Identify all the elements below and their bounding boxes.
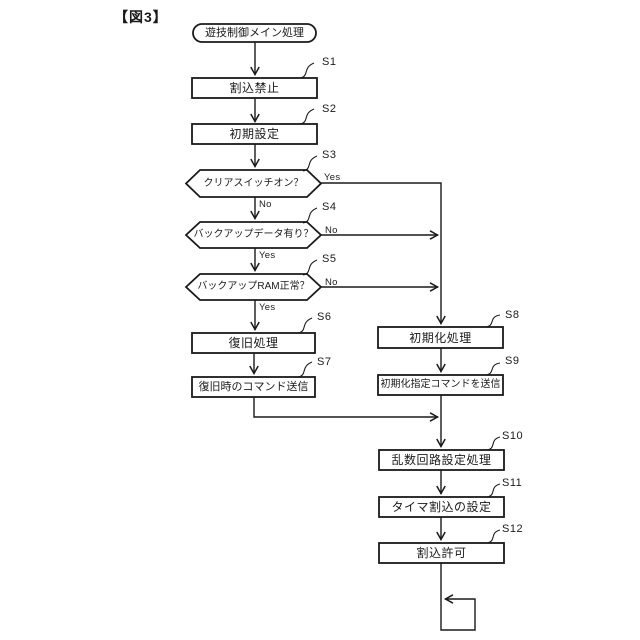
s5-decision-shape: [184, 273, 323, 301]
step-id-s5: S5: [322, 253, 337, 265]
node-s2-label: 初期設定: [229, 127, 280, 141]
node-s1-label: 割込禁止: [229, 81, 280, 95]
step-id-s6: S6: [317, 311, 332, 323]
branch-s4-yes: Yes: [259, 250, 276, 261]
leader-s1: [299, 62, 315, 79]
step-id-s7: S7: [317, 356, 332, 368]
node-s4-decision: バックアップデータ有り？: [186, 222, 321, 248]
node-start-label: 遊技制御メイン処理: [205, 26, 304, 39]
leader-s11: [486, 483, 501, 498]
s3-decision-shape: [184, 169, 323, 198]
step-id-s4: S4: [322, 201, 337, 213]
leader-s8: [485, 314, 501, 328]
step-id-s11: S11: [502, 477, 523, 489]
node-s9-process: 初期化指定コマンドを送信: [378, 375, 503, 395]
s9-process-shape: [377, 374, 504, 396]
s2-process-shape: [191, 123, 318, 145]
node-s11-label: タイマ割込の設定: [391, 500, 492, 514]
step-id-leaders: [297, 62, 501, 544]
node-s9-label: 初期化指定コマンドを送信: [380, 379, 501, 390]
node-s12-process: 割込許可: [379, 543, 504, 563]
node-s11-process: タイマ割込の設定: [379, 497, 504, 517]
node-s10-label: 乱数回路設定処理: [391, 453, 492, 467]
branch-s3-yes: Yes: [324, 172, 341, 183]
branch-s5-yes: Yes: [259, 302, 276, 313]
step-id-s10: S10: [502, 430, 524, 442]
node-s8-label: 初期化処理: [409, 330, 472, 345]
leader-s5: [302, 259, 318, 276]
connector-lines: [249, 42, 476, 631]
step-id-s8: S8: [505, 309, 520, 321]
branch-s4-no: No: [325, 225, 338, 236]
node-s8-process: 初期化処理: [378, 327, 503, 348]
s1-process-shape: [191, 77, 318, 99]
step-id-s1: S1: [322, 56, 337, 68]
leader-s9: [485, 362, 501, 376]
node-s10-process: 乱数回路設定処理: [379, 450, 504, 470]
s7-process-shape: [191, 376, 316, 398]
arrow-s7-merge-right: [253, 397, 440, 422]
start-terminal-shape: [192, 23, 317, 43]
figure-number-label: 【図3】: [114, 9, 168, 25]
node-s6-label: 復旧処理: [228, 336, 279, 350]
node-s3-decision: クリアスイッチオン？: [186, 170, 321, 197]
node-s4-label: バックアップデータ有り？: [193, 229, 314, 240]
leader-s3: [302, 155, 318, 172]
node-s7-label: 復旧時のコマンド送信: [198, 380, 309, 393]
arrow-main-loop: [440, 563, 476, 631]
node-shapes: [184, 23, 505, 564]
step-id-s9: S9: [505, 355, 520, 367]
node-s2-process: 初期設定: [192, 124, 317, 144]
node-s12-label: 割込許可: [416, 546, 467, 560]
leader-s12: [486, 529, 501, 544]
step-id-s3: S3: [322, 149, 337, 161]
leader-s2: [299, 108, 315, 125]
step-id-s12: S12: [502, 523, 524, 535]
leader-s6: [297, 317, 313, 334]
s8-process-shape: [377, 326, 504, 349]
node-s5-label: バックアップRAM正常？: [197, 281, 310, 292]
node-s6-process: 復旧処理: [192, 333, 315, 353]
arrow-s3-yes-to-s8: [321, 182, 446, 326]
s6-process-shape: [191, 332, 316, 354]
branch-s5-no: No: [325, 277, 338, 288]
s11-process-shape: [378, 496, 505, 518]
branch-s3-no: No: [259, 199, 272, 210]
node-start-terminal: 遊技制御メイン処理: [193, 24, 316, 42]
leader-s10: [486, 436, 501, 451]
s12-process-shape: [378, 542, 505, 564]
leader-s4: [302, 207, 318, 224]
node-s1-process: 割込禁止: [192, 78, 317, 98]
leader-s7: [297, 361, 313, 378]
step-id-s2: S2: [322, 103, 337, 115]
node-s7-process: 復旧時のコマンド送信: [192, 377, 315, 397]
s10-process-shape: [378, 449, 505, 471]
node-s3-label: クリアスイッチオン？: [203, 177, 304, 189]
s4-decision-shape: [184, 221, 323, 249]
node-s5-decision: バックアップRAM正常？: [186, 274, 321, 300]
